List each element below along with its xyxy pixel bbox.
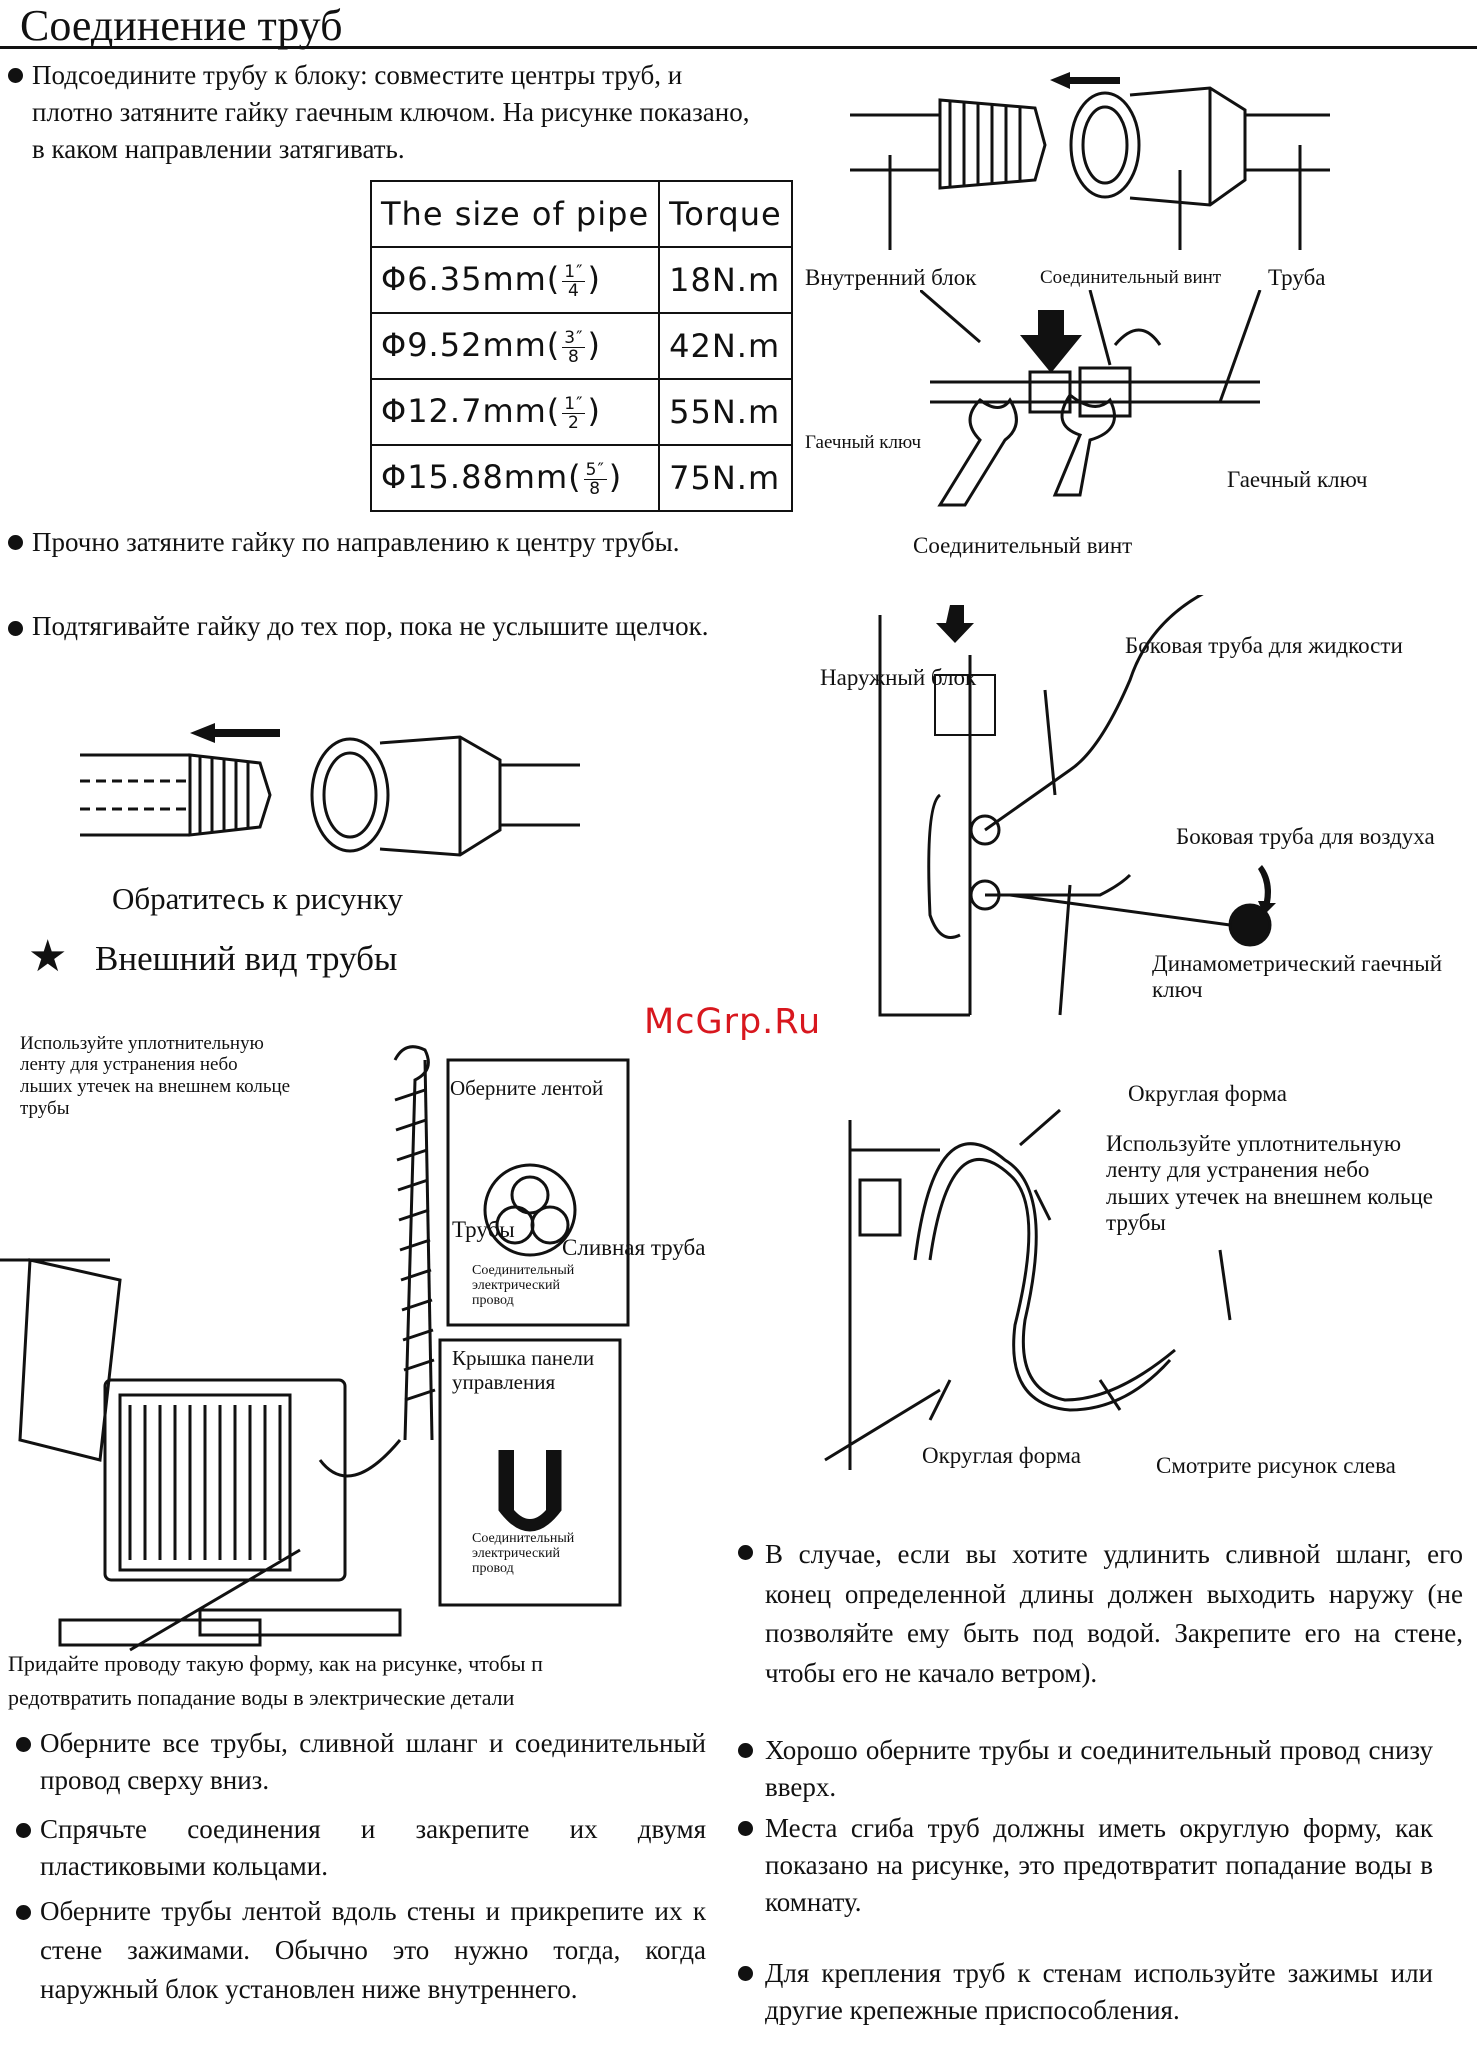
pipe-size-cell: Φ6.35mm(1″4) (369, 246, 661, 314)
tape-note-line1: Используйте уплотнительную (20, 1033, 264, 1054)
wrench-tightening-illustration (920, 290, 1262, 507)
table-row: Φ12.7mm(1″2) 55N.m (369, 378, 793, 446)
label-connect-screw-bottom: Соединительный винт (913, 533, 1133, 558)
flare-nut-illustration (80, 723, 580, 857)
bullet-dot (16, 1823, 31, 1838)
label-cable-a-line2: электрический (472, 1278, 560, 1293)
pipe-size-cell: Φ12.7mm(1″2) (369, 378, 661, 446)
pipe-connection-illustration (850, 72, 1330, 250)
label-cable-a-line3: провод (472, 1293, 514, 1308)
label-wrench-right: Гаечный ключ (1227, 467, 1368, 492)
bullet-hide-connections: Спрячьте соединения и закрепите их двумя… (40, 1814, 706, 1881)
page-title: Соединение труб (20, 1, 343, 50)
round-bend-illustration (824, 1108, 1232, 1470)
bullet-dot (738, 1743, 753, 1758)
label-torque-wrench-line1: Динамометрический гаечный (1152, 951, 1443, 976)
label-pipes: Трубы (452, 1217, 515, 1242)
label-see-left: Смотрите рисунок слева (1156, 1453, 1396, 1478)
bullet-dot (8, 621, 23, 636)
star-icon: ★ (28, 932, 68, 981)
bullet-wall-clamps: Оберните трубы лентой вдоль стены и прик… (40, 1896, 706, 2004)
label-cable-a-line1: Соединительный (472, 1263, 575, 1278)
label-cover-line1: Крышка панели (452, 1346, 595, 1370)
torque-cell: 55N.m (658, 378, 793, 446)
torque-cell: 75N.m (658, 444, 793, 512)
label-cable-b-line3: провод (472, 1561, 514, 1576)
torque-cell: 18N.m (658, 246, 793, 314)
label-round-shape-bottom: Округлая форма (922, 1443, 1081, 1468)
label-cover-line2: управления (452, 1370, 556, 1394)
label-gas-side-pipe: Боковая труба для воздуха (1176, 824, 1435, 849)
bullet-dot (16, 1905, 31, 1920)
bullet-dot (738, 1821, 753, 1836)
label-wrap-tape: Оберните лентой (450, 1076, 604, 1100)
bullet-round-bends: Места сгиба труб должны иметь округлую ф… (765, 1813, 1433, 1917)
bullet-tighten-center: Прочно затяните гайку по направлению к ц… (32, 527, 680, 557)
label-torque-wrench-line2: ключ (1152, 977, 1203, 1002)
tape-note-line3: льших утечек на внешнем кольце (20, 1076, 291, 1097)
intro-paragraph: Подсоедините трубу к блоку: совместите ц… (32, 60, 750, 164)
label-wrench-left: Гаечный ключ (805, 432, 922, 453)
watermark: McGrp.Ru (644, 1002, 822, 1042)
bullet-dot (8, 535, 23, 550)
tape-note-line2: ленту для устранения небо (20, 1054, 238, 1075)
label-indoor-unit: Внутренний блок (805, 265, 977, 290)
tape-note-right-line4: трубы (1106, 1210, 1166, 1235)
label-drain-pipe: Сливная труба (562, 1235, 706, 1260)
torque-table: The size of pipe Torque Φ6.35mm(1″4) 18N… (369, 180, 793, 512)
label-pipe: Труба (1268, 265, 1326, 290)
caption-line1: Придайте проводу такую форму, как на рис… (8, 1651, 543, 1676)
table-row: Φ15.88mm(5″8) 75N.m (369, 444, 793, 512)
outdoor-valve-illustration (878, 595, 1276, 1017)
label-round-shape-top: Округлая форма (1128, 1081, 1287, 1106)
bullet-fasteners: Для крепления труб к стенам используйте … (765, 1958, 1433, 2025)
bullet-dot (738, 1966, 753, 1981)
bullet-wrap-top-down: Оберните все трубы, сливной шланг и соед… (40, 1728, 706, 1795)
label-connect-screw: Соединительный винт (1040, 267, 1222, 288)
caption-line2: редотвратить попадание воды в электричес… (8, 1685, 515, 1710)
tape-note-line4: трубы (20, 1098, 70, 1119)
bullet-dot (8, 68, 23, 83)
tape-note-right-line3: льших утечек на внешнем кольце (1106, 1184, 1433, 1209)
torque-cell: 42N.m (658, 312, 793, 380)
pipe-wrapping-illustration (0, 1045, 630, 1652)
pipe-size-cell: Φ15.88mm(5″8) (369, 444, 661, 512)
bullet-tighten-click: Подтягивайте гайку до тех пор, пока не у… (32, 611, 709, 641)
section-heading: Внешний вид трубы (95, 939, 398, 978)
table-row: Φ9.52mm(3″8) 42N.m (369, 312, 793, 380)
table-header-row: The size of pipe Torque (369, 180, 793, 248)
figure-caption-refer: Обратитесь к рисунку (112, 881, 403, 916)
bullet-extend-drain: В случае, если вы хотите удлинить сливно… (765, 1539, 1463, 1688)
tape-note-right-line2: ленту для устранения небо (1106, 1157, 1370, 1182)
bullet-dot (738, 1545, 753, 1560)
header-torque: Torque (658, 180, 793, 248)
label-liquid-side-pipe: Боковая труба для жидкости (1125, 633, 1403, 658)
label-outdoor-unit: Наружный блок (820, 665, 977, 690)
tape-note-right-line1: Используйте уплотнительную (1106, 1131, 1402, 1156)
table-row: Φ6.35mm(1″4) 18N.m (369, 246, 793, 314)
bullet-dot (16, 1737, 31, 1752)
bullet-wrap-bottom-up: Хорошо оберните трубы и соединительный п… (765, 1735, 1433, 1802)
header-pipe-size: The size of pipe (369, 180, 661, 248)
label-cable-b-line1: Соединительный (472, 1531, 575, 1546)
pipe-size-cell: Φ9.52mm(3″8) (369, 312, 661, 380)
title-rule (0, 46, 1477, 49)
label-cable-b-line2: электрический (472, 1546, 560, 1561)
